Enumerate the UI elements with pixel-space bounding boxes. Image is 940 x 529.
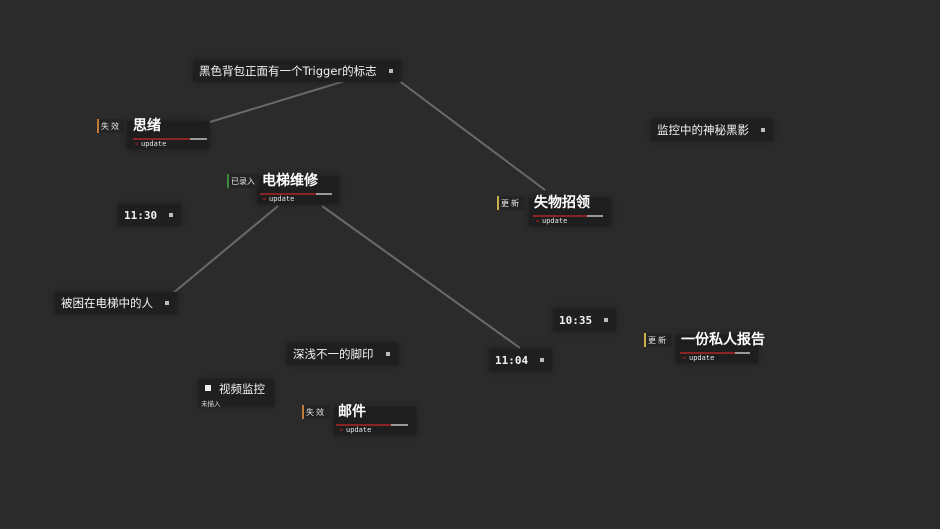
node-handle-icon[interactable]: [388, 69, 393, 73]
clue-node-shadow[interactable]: 监控中的神秘黑影: [651, 119, 773, 141]
progress-bar: [336, 424, 408, 426]
link-backpack-lostfound: [397, 79, 546, 191]
update-label: update: [339, 426, 372, 434]
checkbox-icon[interactable]: [205, 385, 211, 391]
status-label: 失效: [101, 121, 121, 131]
progress-bar: [260, 193, 332, 195]
task-card[interactable]: [334, 407, 416, 435]
status-badge: 已录入: [227, 174, 259, 188]
status-indicator: [644, 333, 646, 347]
node-handle-icon[interactable]: [169, 213, 174, 217]
task-title: 电梯维修: [262, 173, 318, 189]
clue-node-footprints[interactable]: 深浅不一的脚印: [287, 343, 398, 365]
status-badge: 更新: [644, 333, 672, 347]
status-indicator: [97, 119, 99, 133]
evidence-label: 视频监控: [219, 382, 265, 396]
status-indicator: [302, 405, 304, 419]
task-title: 失物招领: [534, 195, 590, 211]
task-title: 邮件: [338, 404, 366, 420]
task-card[interactable]: [676, 335, 758, 363]
time-node-1035[interactable]: 10:35: [553, 309, 617, 331]
update-label: update: [682, 354, 715, 362]
status-badge: 失效: [97, 119, 125, 133]
status-label: 失效: [306, 407, 326, 417]
link-backpack-thoughts: [209, 79, 349, 123]
link-elevator-t1104: [321, 205, 521, 349]
status-label: 更新: [501, 198, 521, 208]
progress-bar: [680, 352, 750, 354]
progress-bar: [133, 138, 207, 140]
time-label: 10:35: [559, 313, 593, 327]
clue-node-backpack[interactable]: 黑色背包正面有一个Trigger的标志: [193, 60, 401, 82]
status-indicator: [497, 196, 499, 210]
task-title: 思绪: [133, 118, 161, 134]
task-card[interactable]: [127, 121, 209, 149]
evidence-status: 未描入: [201, 400, 221, 408]
evidence-node-video[interactable]: 视频监控 未描入: [199, 379, 274, 408]
time-label: 11:04: [495, 353, 529, 367]
update-label: update: [134, 140, 167, 148]
clue-label: 黑色背包正面有一个Trigger的标志: [199, 64, 377, 78]
progress-bar: [533, 215, 603, 217]
update-label: update: [262, 195, 295, 203]
time-node-1130[interactable]: 11:30: [118, 204, 182, 226]
clue-node-trapped[interactable]: 被困在电梯中的人: [55, 292, 177, 314]
task-card[interactable]: [257, 176, 339, 204]
node-handle-icon[interactable]: [761, 128, 765, 132]
status-badge: 失效: [302, 405, 330, 419]
status-indicator: [227, 174, 229, 188]
clue-label: 监控中的神秘黑影: [657, 123, 749, 137]
update-label: update: [535, 217, 568, 225]
task-title: 一份私人报告: [681, 332, 765, 348]
status-badge: 更新: [497, 196, 525, 210]
time-label: 11:30: [124, 208, 158, 222]
status-label: 已录入: [231, 176, 255, 186]
node-handle-icon[interactable]: [165, 301, 169, 305]
node-handle-icon[interactable]: [540, 358, 545, 362]
node-handle-icon[interactable]: [385, 352, 390, 356]
clue-label: 深浅不一的脚印: [293, 347, 374, 361]
link-elevator-trapped: [171, 205, 279, 295]
node-handle-icon[interactable]: [604, 318, 609, 322]
task-card[interactable]: [529, 198, 611, 226]
status-label: 更新: [648, 335, 668, 345]
clue-label: 被困在电梯中的人: [61, 296, 153, 310]
time-node-1104[interactable]: 11:04: [489, 349, 553, 371]
